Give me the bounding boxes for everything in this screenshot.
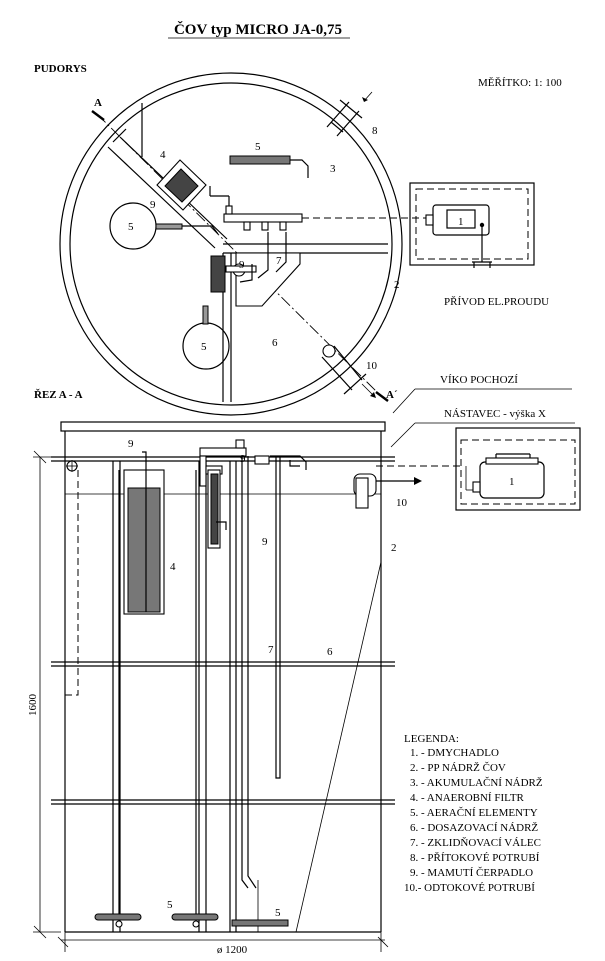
- tank-outer-circle: [59, 72, 403, 416]
- section-label-10: 10: [396, 497, 408, 509]
- outflow-pipe-section: [353, 473, 422, 509]
- inflow-pipe: [326, 91, 373, 137]
- legend-item: 10.- ODTOKOVÉ POTRUBÍ: [404, 882, 535, 894]
- section-label-9c: 9: [240, 453, 246, 465]
- legend-item: 5. - AERAČNÍ ELEMENTY: [410, 807, 538, 819]
- walkable-lid: [60, 421, 386, 432]
- aeration-element-section-1: [94, 470, 142, 928]
- legend-title: LEGENDA:: [404, 733, 459, 745]
- section-mark-tick: [91, 110, 105, 121]
- outflow-pipe: [321, 344, 376, 398]
- inflow-pipe-section: [65, 470, 79, 696]
- anaerobic-filter-media: [127, 487, 161, 613]
- plan-label-7: 7: [276, 255, 282, 267]
- aeration-arm-bottom: [202, 305, 209, 325]
- air-manifold: [209, 186, 303, 231]
- plan-view: A A´ 8 4 5 3: [59, 72, 549, 416]
- plan-label-9a: 9: [150, 199, 156, 211]
- legend-item: 1. - DMYCHADLO: [410, 747, 499, 759]
- plan-label-1: 1: [458, 216, 464, 228]
- aeration-hose-top: [290, 159, 309, 178]
- lid-leader-diag: [392, 388, 416, 414]
- section-label-5b: 5: [275, 907, 281, 919]
- filter-wall-cap: [112, 128, 127, 143]
- section-label-6: 6: [327, 646, 333, 658]
- plan-label-10: 10: [366, 360, 378, 372]
- plan-heading: PUDORYS: [34, 63, 87, 75]
- lid-label: VÍKO POCHOZÍ: [440, 374, 518, 386]
- tank-inner-circle: [69, 82, 393, 406]
- section-mark-tick-end: [375, 391, 389, 402]
- extension-leader-diag: [390, 422, 416, 448]
- height-dimension-label: 1600: [27, 694, 39, 717]
- leader-line-2: [295, 561, 382, 933]
- plan-label-2: 2: [394, 279, 400, 291]
- legend: LEGENDA: 1. - DMYCHADLO 2. - PP NÁDRŽ ČO…: [404, 733, 543, 894]
- plan-label-8: 8: [372, 125, 378, 137]
- section-mark-a: A: [94, 97, 102, 109]
- legend-item: 7. - ZKLIDŇOVACÍ VÁLEC: [410, 837, 541, 849]
- filter-wall-1: [107, 146, 216, 249]
- legend-item: 3. - AKUMULAČNÍ NÁDRŽ: [410, 777, 543, 789]
- plan-label-4: 4: [160, 149, 166, 161]
- scale-label: MĚŘÍTKO: 1: 100: [478, 77, 562, 89]
- section-label-2: 2: [391, 542, 397, 554]
- blower-housing-section: [455, 427, 581, 511]
- diameter-dimension-label: ø 1200: [217, 944, 248, 956]
- mammoth-pump-filter: [142, 451, 147, 612]
- section-label-7: 7: [268, 644, 274, 656]
- legend-item: 6. - DOSAZOVACÍ NÁDRŽ: [410, 822, 538, 834]
- diameter-dimension: [57, 932, 389, 952]
- anaerobic-filter-plan: [156, 159, 207, 211]
- legend-item: 2. - PP NÁDRŽ ČOV: [410, 762, 506, 774]
- blower-housing-plan: [409, 182, 535, 268]
- plan-label-5b: 5: [128, 221, 134, 233]
- calming-cylinder-plan: [210, 232, 301, 307]
- plan-label-5a: 5: [255, 141, 261, 153]
- section-view: 9 4 9 9 7 6 2: [27, 421, 581, 956]
- plan-label-9b: 9: [239, 259, 245, 271]
- aeration-element-section-2: [171, 470, 219, 928]
- legend-item: 8. - PŘÍTOKOVÉ POTRUBÍ: [410, 852, 540, 864]
- section-label-9a: 9: [128, 438, 134, 450]
- inflow-symbol: [66, 460, 78, 472]
- aeration-arm-left: [155, 223, 183, 230]
- section-mark-a-end: A´: [386, 389, 398, 401]
- aeration-element-top: [229, 155, 291, 165]
- mammoth-pump-section: [199, 439, 307, 889]
- legend-item: 9. - MAMUTÍ ČERPADLO: [410, 867, 533, 879]
- drawing-title: ČOV typ MICRO JA-0,75: [174, 21, 342, 38]
- extension-label: NÁSTAVEC - výška X: [444, 408, 546, 420]
- aeration-element-section-3: [231, 919, 289, 927]
- plan-label-3: 3: [330, 163, 336, 175]
- aeration-hose-left: [182, 225, 219, 235]
- section-label-5a: 5: [167, 899, 173, 911]
- legend-item: 4. - ANAEROBNÍ FILTR: [410, 792, 525, 804]
- section-label-1: 1: [509, 476, 515, 488]
- section-heading: ŘEZ A - A: [34, 389, 83, 401]
- plan-label-5c: 5: [201, 341, 207, 353]
- height-dimension: [33, 450, 61, 939]
- section-label-9b: 9: [262, 536, 268, 548]
- power-supply-label: PŘÍVOD EL.PROUDU: [444, 296, 549, 308]
- section-label-4: 4: [170, 561, 176, 573]
- plan-label-6: 6: [272, 337, 278, 349]
